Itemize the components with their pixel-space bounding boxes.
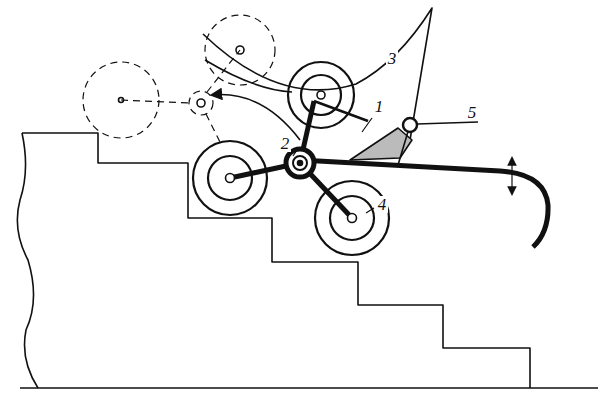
break-line [17, 133, 38, 388]
callout-number: 4 [376, 196, 389, 213]
dashed-arm [121, 100, 189, 103]
wheel [288, 62, 354, 128]
leader-line [293, 150, 297, 156]
ground-line [20, 387, 598, 389]
leader-line [362, 118, 372, 132]
callout-number: 5 [466, 104, 479, 121]
callout-holder: 3 [386, 50, 399, 67]
wheel [315, 181, 389, 255]
dashed-hub-center [197, 99, 205, 107]
dashed-wheel-center [236, 46, 244, 54]
leader-line [366, 208, 374, 213]
callout-holder: 1 [373, 98, 386, 115]
bracket-wedge [350, 128, 412, 160]
callout-holder: 5 [466, 104, 479, 121]
callout-number: 3 [386, 50, 399, 67]
dashed-hub [189, 91, 213, 115]
callout-number: 2 [279, 135, 292, 152]
frame-edge [205, 60, 292, 92]
rotation-arrow [212, 95, 300, 140]
dashed-wheel-center [119, 98, 124, 103]
arm-bar [314, 101, 368, 121]
hub [286, 149, 314, 177]
pivot [403, 118, 417, 132]
callout-holder: 2 [279, 135, 292, 152]
stair-profile [22, 133, 530, 388]
callout-holder: 4 [376, 196, 389, 213]
frame-body [203, 8, 432, 140]
motion-arrow [511, 158, 512, 194]
dashed-arm [206, 114, 222, 146]
handle-bar [300, 160, 548, 247]
callout-number: 1 [373, 98, 386, 115]
wheel [193, 141, 267, 215]
leader-line [417, 122, 478, 124]
